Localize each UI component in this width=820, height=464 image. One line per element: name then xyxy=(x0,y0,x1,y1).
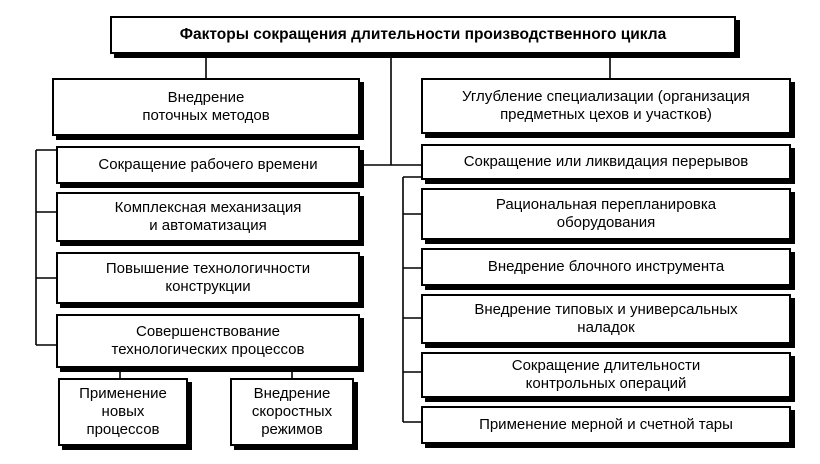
factor-new-processes: Применение новых процессов xyxy=(58,378,188,446)
factor-specialization: Углубление специализации (организация пр… xyxy=(421,78,791,134)
factor-equipment-replanning: Рациональная перепланировка оборудования xyxy=(421,188,791,240)
factor-flow-methods: Внедрение поточных методов xyxy=(52,78,360,136)
factor-mechanization: Комплексная механизация и автоматизация xyxy=(56,192,360,242)
diagram-title: Факторы сокращения длительности производ… xyxy=(110,16,736,54)
factor-process-improvement: Совершенствование технологических процес… xyxy=(56,314,360,368)
factor-manufacturability: Повышение технологичности конструкции xyxy=(56,252,360,304)
factor-control-operations: Сокращение длительности контрольных опер… xyxy=(421,352,791,398)
factor-high-speed-modes: Внедрение скоростных режимов xyxy=(230,378,354,446)
factor-work-time-reduction: Сокращение рабочего времени xyxy=(56,146,360,184)
factor-typical-setups: Внедрение типовых и универсальных наладо… xyxy=(421,294,791,344)
factor-measured-containers: Применение мерной и счетной тары xyxy=(421,406,791,444)
factor-block-tools: Внедрение блочного инструмента xyxy=(421,248,791,286)
factor-break-reduction: Сокращение или ликвидация перерывов xyxy=(421,144,791,180)
